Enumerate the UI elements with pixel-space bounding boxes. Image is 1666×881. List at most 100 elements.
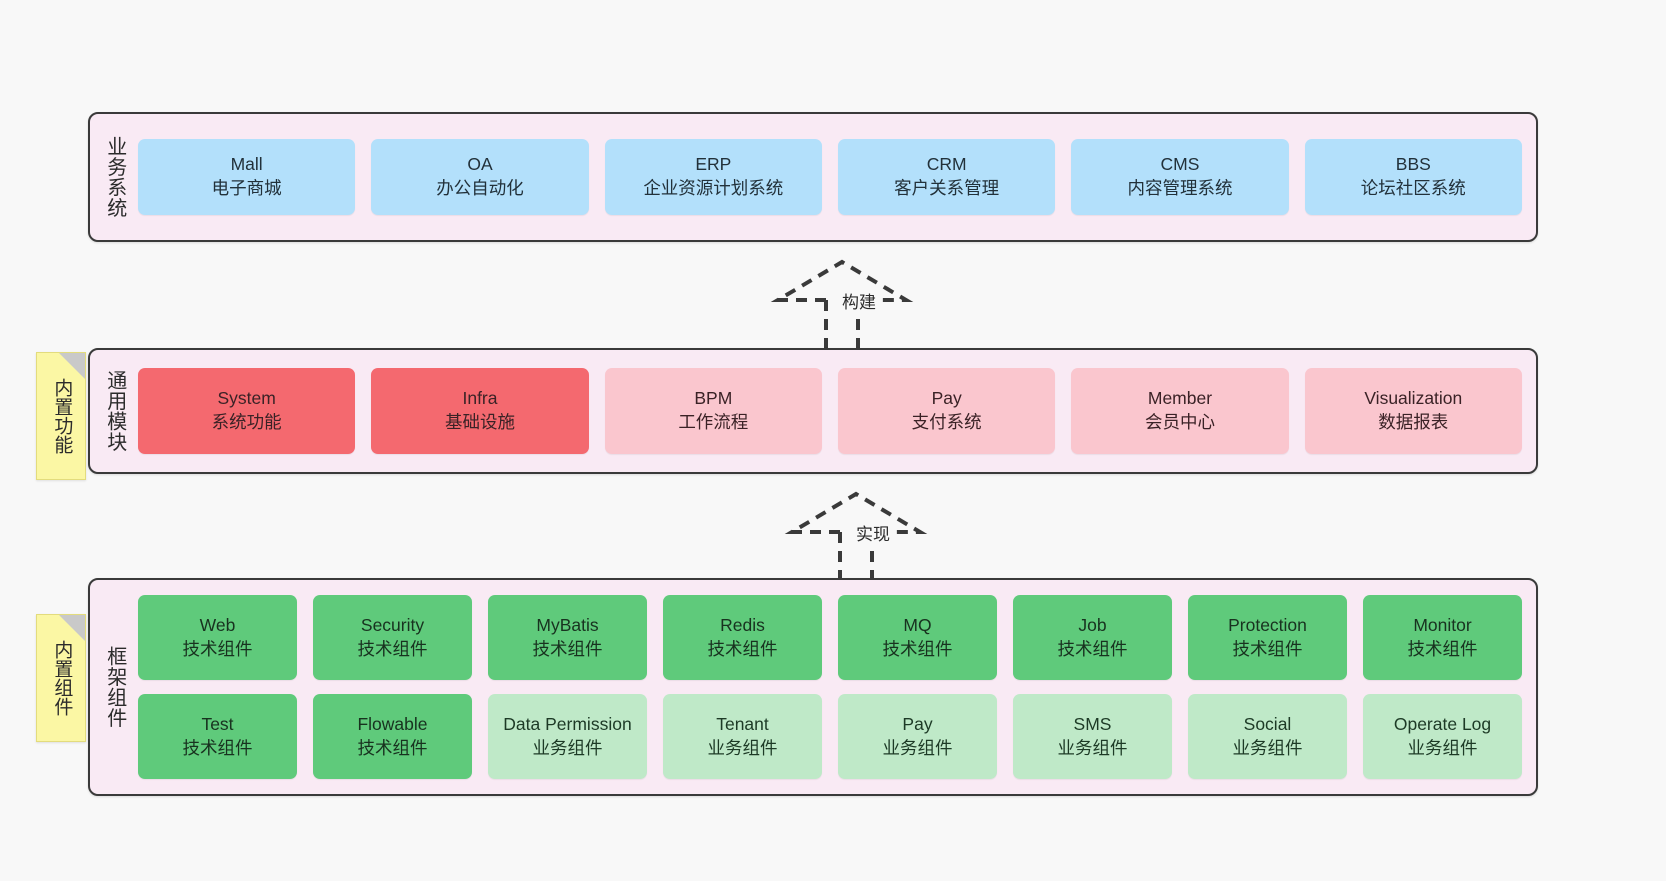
card-flowable[interactable]: Flowable 技术组件	[313, 694, 472, 779]
card-title-en: Tenant	[716, 713, 769, 734]
card-title-cn: 工作流程	[678, 412, 749, 432]
card-title-cn: 基础设施	[444, 412, 515, 432]
card-security[interactable]: Security 技术组件	[313, 595, 472, 680]
card-title-cn: 系统功能	[211, 412, 282, 432]
card-title-en: System	[217, 388, 276, 409]
card-title-cn: 客户关系管理	[894, 178, 1000, 198]
sticky-note-builtin-components: 内置组件	[36, 614, 86, 742]
card-title-en: Social	[1243, 713, 1292, 734]
card-title-cn: 技术组件	[1407, 638, 1478, 659]
card-redis[interactable]: Redis 技术组件	[663, 595, 822, 680]
card-data-permission[interactable]: Data Permission 业务组件	[488, 694, 647, 779]
section-business-systems: 业务系统 Mall 电子商城 OA 办公自动化 ERP 企业资源计划系统 CRM 客户关系管理…	[88, 112, 1538, 242]
card-title-cn: 电子商城	[211, 178, 282, 198]
card-title-en: Redis	[720, 614, 765, 635]
card-title-cn: 企业资源计划系统	[643, 178, 784, 198]
card-title-en: Pay	[931, 388, 962, 409]
card-title-en: Protection	[1228, 614, 1307, 635]
arrow-implement-label: 实现	[854, 520, 892, 545]
sticky-fold-corner	[59, 353, 85, 379]
sticky-note-builtin-components-label: 内置组件	[51, 640, 73, 716]
arrow-build-label: 构建	[840, 288, 878, 313]
sticky-fold-corner	[59, 615, 85, 641]
card-title-en: Pay	[902, 713, 933, 734]
card-title-en: CMS	[1160, 154, 1200, 175]
card-erp[interactable]: ERP 企业资源计划系统	[604, 139, 822, 215]
card-title-en: Data Permission	[503, 713, 632, 734]
card-title-cn: 技术组件	[182, 638, 253, 659]
arrow-build: 构建	[762, 258, 922, 354]
card-title-cn: 论坛社区系统	[1360, 178, 1466, 198]
card-title-cn: 业务组件	[1057, 737, 1128, 758]
business-card-container: Mall 电子商城 OA 办公自动化 ERP 企业资源计划系统 CRM 客户关系管理 CMS 内容…	[138, 114, 1536, 240]
card-title-en: ERP	[695, 154, 732, 175]
card-crm[interactable]: CRM 客户关系管理	[837, 139, 1056, 215]
card-title-cn: 内容管理系统	[1127, 178, 1233, 198]
card-title-cn: 技术组件	[357, 737, 428, 758]
card-title-en: Monitor	[1413, 614, 1472, 635]
section-label-framework: 框架组件	[103, 646, 126, 728]
card-mall[interactable]: Mall 电子商城	[138, 139, 356, 215]
card-title-cn: 业务组件	[1407, 737, 1478, 758]
card-title-cn: 技术组件	[182, 737, 253, 758]
card-cms[interactable]: CMS 内容管理系统	[1071, 139, 1289, 215]
card-social[interactable]: Social 业务组件	[1188, 694, 1347, 779]
card-pay[interactable]: Pay 支付系统	[837, 368, 1056, 454]
card-title-cn: 技术组件	[882, 638, 953, 659]
card-title-cn: 技术组件	[357, 638, 428, 659]
framework-card-row-2: Test 技术组件 Flowable 技术组件 Data Permission 业务组件 T…	[138, 694, 1522, 779]
card-monitor[interactable]: Monitor 技术组件	[1363, 595, 1522, 680]
card-title-cn: 数据报表	[1378, 412, 1449, 432]
card-title-cn: 技术组件	[1232, 638, 1303, 659]
card-title-en: Web	[199, 614, 236, 635]
card-title-cn: 技术组件	[707, 638, 778, 659]
card-title-en: Visualization	[1364, 388, 1463, 409]
card-title-cn: 支付系统	[911, 412, 982, 432]
sticky-note-builtin-features-label: 内置功能	[51, 378, 73, 454]
card-title-en: CRM	[926, 154, 967, 175]
card-title-cn: 业务组件	[1232, 737, 1303, 758]
card-title-cn: 技术组件	[1057, 638, 1128, 659]
card-operate-log[interactable]: Operate Log 业务组件	[1363, 694, 1522, 779]
card-title-en: Security	[360, 614, 425, 635]
card-mq[interactable]: MQ 技术组件	[838, 595, 997, 680]
card-system[interactable]: System 系统功能	[138, 368, 356, 454]
business-card-row: Mall 电子商城 OA 办公自动化 ERP 企业资源计划系统 CRM 客户关系管理 CMS 内容…	[138, 139, 1522, 215]
card-title-cn: 业务组件	[532, 737, 603, 758]
card-oa[interactable]: OA 办公自动化	[371, 139, 589, 215]
card-bpm[interactable]: BPM 工作流程	[604, 368, 822, 454]
section-label-modules: 通用模块	[103, 370, 126, 452]
section-label-business: 业务系统	[103, 136, 126, 218]
card-protection[interactable]: Protection 技术组件	[1188, 595, 1347, 680]
card-test[interactable]: Test 技术组件	[138, 694, 297, 779]
card-visualization[interactable]: Visualization 数据报表	[1304, 368, 1522, 454]
card-title-cn: 技术组件	[532, 638, 603, 659]
card-title-cn: 会员中心	[1144, 412, 1215, 432]
card-title-en: Flowable	[357, 713, 428, 734]
card-title-en: Test	[201, 713, 234, 734]
card-title-en: SMS	[1073, 713, 1112, 734]
card-web[interactable]: Web 技术组件	[138, 595, 297, 680]
card-title-en: OA	[467, 154, 493, 175]
arrow-implement: 实现	[776, 490, 936, 586]
card-title-en: MQ	[903, 614, 932, 635]
card-title-cn: 办公自动化	[436, 178, 524, 198]
card-sms[interactable]: SMS 业务组件	[1013, 694, 1172, 779]
card-title-en: Operate Log	[1393, 713, 1492, 734]
card-title-en: BPM	[694, 388, 733, 409]
card-title-en: Mall	[230, 154, 263, 175]
